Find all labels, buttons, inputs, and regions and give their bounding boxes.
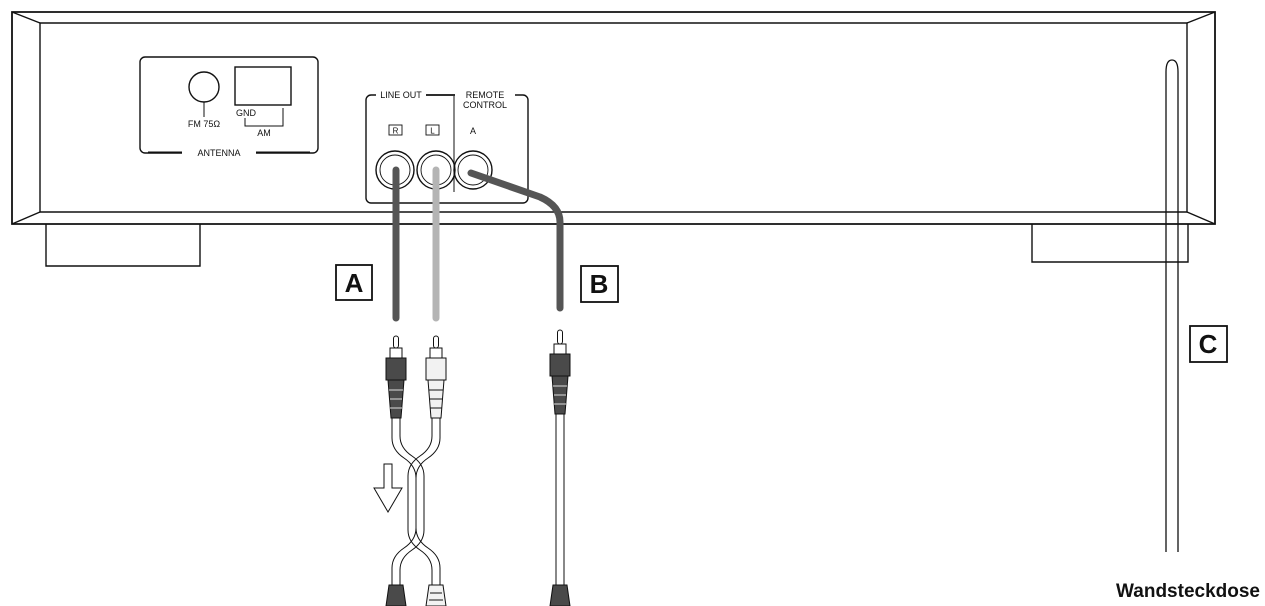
power-cord <box>1165 59 1179 552</box>
cables <box>392 166 564 322</box>
remote-control-label-line1: REMOTE <box>466 90 505 100</box>
rca-plug-remote-top <box>549 329 571 415</box>
wall-outlet-label: Wandsteckdose <box>1116 581 1260 602</box>
callout-b-letter: B <box>590 269 609 299</box>
callout-c-letter: C <box>1199 329 1218 359</box>
jack-panel: LINE OUT REMOTE CONTROL R L A <box>365 88 529 204</box>
remote-control-label-line2: CONTROL <box>463 100 507 110</box>
antenna-title: ANTENNA <box>197 148 240 158</box>
rca-plug-left-top <box>425 335 447 419</box>
fm-antenna-jack <box>188 71 220 103</box>
jack-remote-label: A <box>470 126 476 136</box>
callout-c: C <box>1189 325 1228 363</box>
right-foot <box>1031 224 1189 263</box>
am-antenna-terminal <box>234 66 292 106</box>
device-feet <box>45 224 1189 267</box>
callout-a: A <box>335 264 373 301</box>
callout-a-letter: A <box>345 268 364 298</box>
left-foot <box>45 224 201 267</box>
jack-l-label: L <box>430 127 435 136</box>
direction-arrow-icon <box>373 463 403 513</box>
jack-r-label: R <box>393 127 399 136</box>
gnd-label: GND <box>236 108 257 118</box>
cords <box>391 414 565 585</box>
rca-plug-right-top <box>385 335 407 419</box>
jack-remote <box>453 150 493 190</box>
am-label: AM <box>257 128 271 138</box>
antenna-panel: FM 75Ω GND AM ANTENNA <box>139 56 319 158</box>
cable-b <box>467 169 564 312</box>
fm-label: FM 75Ω <box>188 119 221 129</box>
line-out-label: LINE OUT <box>380 90 422 100</box>
callout-b: B <box>580 265 619 303</box>
plugs-bottom <box>385 584 571 606</box>
device-chassis <box>11 11 1216 225</box>
